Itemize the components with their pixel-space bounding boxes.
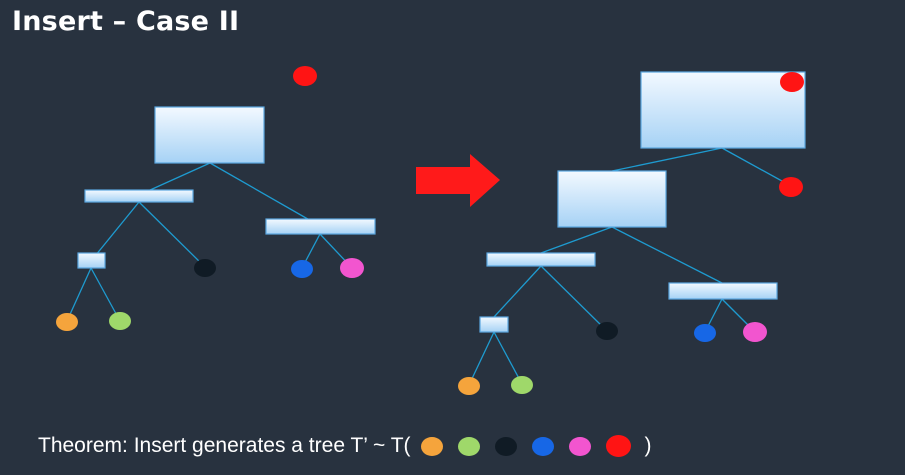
edge bbox=[468, 331, 495, 386]
old-root-node bbox=[557, 170, 667, 228]
root-node bbox=[154, 106, 265, 164]
tree-before bbox=[66, 162, 353, 322]
leaf-light-green bbox=[511, 376, 533, 394]
theorem-leaf-sequence bbox=[420, 435, 639, 457]
internal-node-small bbox=[77, 252, 106, 269]
leaf-light-green bbox=[109, 312, 131, 330]
internal-node-small bbox=[479, 316, 509, 333]
blue-dot bbox=[531, 436, 554, 456]
leaf-blue bbox=[291, 260, 313, 278]
transform-arrow bbox=[416, 154, 500, 207]
red-dot bbox=[605, 435, 631, 457]
internal-node-right bbox=[668, 282, 778, 300]
new-root-node bbox=[640, 71, 806, 149]
tree-after-nodes bbox=[479, 71, 806, 333]
tree-after-leaves bbox=[458, 72, 804, 395]
leaf-orange bbox=[56, 313, 78, 331]
edge bbox=[209, 162, 321, 227]
internal-node-left bbox=[486, 252, 596, 267]
theorem-statement: Theorem: Insert generates a tree T’ ~ T(… bbox=[38, 434, 652, 458]
slide-title: Insert – Case II bbox=[12, 6, 240, 37]
edge bbox=[138, 201, 206, 268]
edge bbox=[540, 265, 608, 332]
leaf-blue bbox=[694, 324, 716, 342]
edge bbox=[540, 226, 613, 254]
edge bbox=[90, 267, 121, 322]
internal-node-left bbox=[84, 189, 194, 203]
edge bbox=[721, 147, 792, 187]
leaf-orange bbox=[458, 377, 480, 395]
tree-before-leaves bbox=[56, 66, 364, 331]
tree-after bbox=[468, 147, 792, 386]
edge bbox=[90, 201, 140, 262]
edge bbox=[611, 226, 723, 284]
leaf-red bbox=[779, 177, 803, 197]
leaf-black bbox=[194, 259, 216, 277]
theorem-text: Theorem: Insert generates a tree T’ ~ T( bbox=[38, 434, 411, 457]
pink-dot bbox=[568, 436, 591, 456]
leaf-pink bbox=[340, 258, 364, 278]
edge bbox=[493, 265, 542, 318]
black-dot bbox=[494, 436, 517, 456]
orange-dot bbox=[420, 436, 443, 456]
internal-node-right bbox=[265, 218, 376, 235]
edge bbox=[66, 267, 92, 322]
theorem-closing-paren: ) bbox=[644, 434, 652, 457]
tree-before-nodes bbox=[77, 106, 376, 269]
leaf-pink bbox=[743, 322, 767, 342]
leaf-black bbox=[596, 322, 618, 340]
light-green-dot bbox=[457, 436, 480, 456]
edge bbox=[493, 331, 523, 385]
leaf-red-in-root bbox=[780, 72, 804, 92]
edge bbox=[611, 147, 723, 172]
leaf-red bbox=[293, 66, 317, 86]
